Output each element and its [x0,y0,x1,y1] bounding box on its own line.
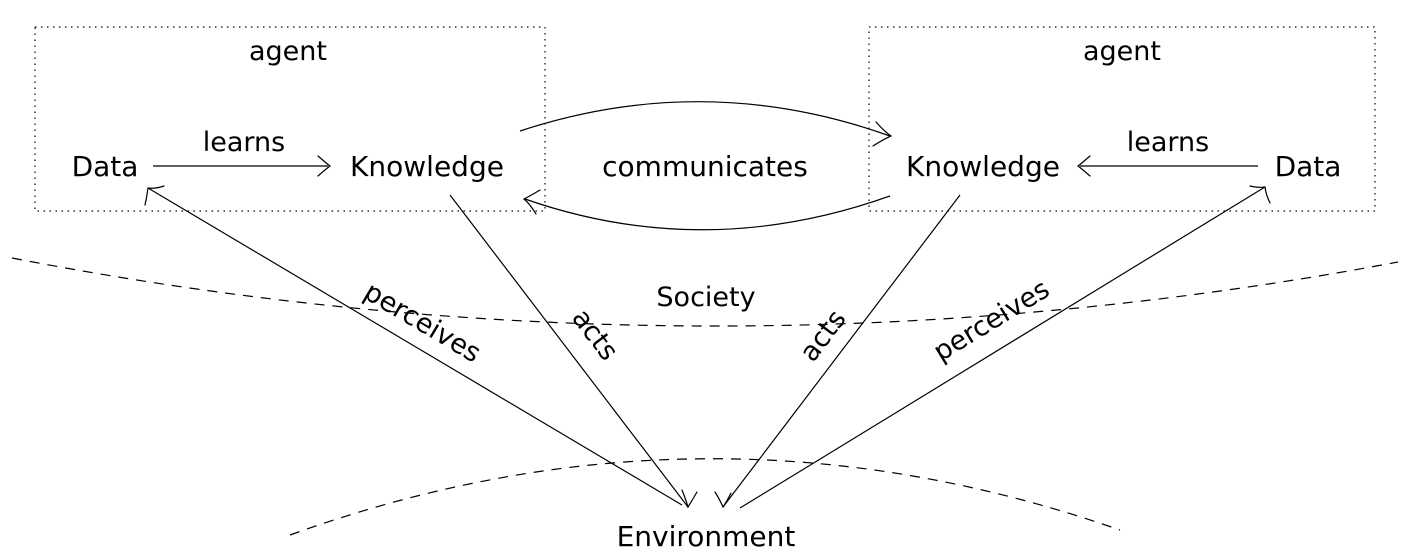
communicates-label: communicates [602,150,808,183]
right-acts-label: acts [794,304,853,367]
left-agent-box [34,26,546,212]
left-perceives-line [147,187,683,506]
left-learns-arrowhead [317,155,331,177]
right-agent-title: agent [1083,36,1161,67]
left-acts-arrowhead [681,489,698,509]
left-agent-title: agent [249,36,327,67]
right-learns-arrowhead [1077,155,1091,177]
communicates-arrow-bottom [524,195,891,231]
left-perceives-arrowhead [144,185,165,206]
left-perceives-label: perceives [359,276,487,369]
right-perceives-arrowhead [1249,185,1271,204]
left-data-node: Data [72,150,139,183]
environment-label: Environment [617,520,796,553]
communicates-arrowhead-top [872,121,893,147]
left-learns-label: learns [203,127,285,158]
right-agent-box [868,26,1376,212]
society-label: Society [656,282,755,313]
right-acts-line [722,194,961,508]
right-learns-label: learns [1127,127,1209,158]
environment-boundary [289,458,1121,536]
left-acts-line [449,194,689,508]
right-perceives-line [739,186,1266,509]
right-data-node: Data [1275,150,1342,183]
communicates-arrow-top [519,101,891,137]
communicates-arrowhead-bottom [522,189,541,215]
left-knowledge-node: Knowledge [350,150,504,183]
right-knowledge-node: Knowledge [906,150,1060,183]
right-acts-arrowhead [714,491,732,509]
